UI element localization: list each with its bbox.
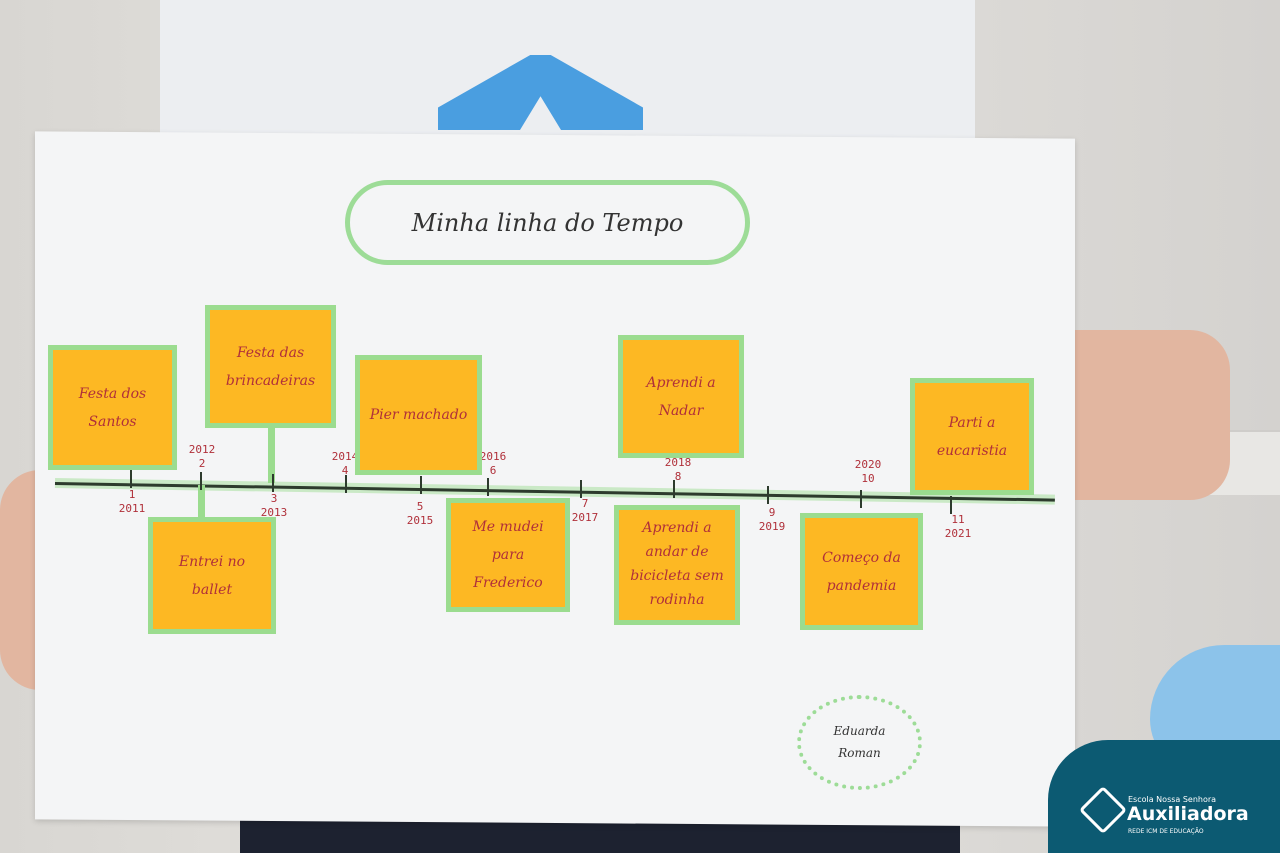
sticky-note: Aprendi a Nadar (618, 335, 744, 458)
sticky-note: Parti a eucaristia (910, 378, 1034, 495)
shirt-logo (438, 55, 643, 130)
tick (200, 472, 202, 490)
tick (487, 478, 489, 496)
tick (673, 480, 675, 498)
pants (240, 820, 960, 853)
tick (272, 474, 274, 492)
tick (950, 496, 952, 514)
sticky-note: Entrei no ballet (148, 517, 276, 634)
connector (198, 485, 205, 518)
poster-title: Minha linha do Tempo (345, 180, 750, 265)
sticky-note: Aprendi a andar de bicicleta sem rodinha (614, 505, 740, 625)
tick (130, 470, 132, 488)
tick (860, 490, 862, 508)
sticky-note: Festa dos Santos (48, 345, 177, 470)
school-logo-badge (1048, 740, 1280, 853)
brand-network: REDE ICM DE EDUCAÇÃO (1128, 828, 1204, 835)
brand-tagline: Escola Nossa Senhora (1128, 795, 1217, 804)
tick (345, 475, 347, 493)
sticky-note: Começo da pandemia (800, 513, 923, 630)
tick (767, 486, 769, 504)
shirt (160, 0, 975, 150)
brand-name: Auxiliadora (1127, 803, 1249, 825)
sticky-note: Me mudei para Frederico (446, 498, 570, 612)
connector (268, 428, 275, 483)
sticky-note: Pier machado (355, 355, 482, 475)
tick (580, 480, 582, 498)
tick (420, 476, 422, 494)
sticky-note: Festa das brincadeiras (205, 305, 336, 428)
